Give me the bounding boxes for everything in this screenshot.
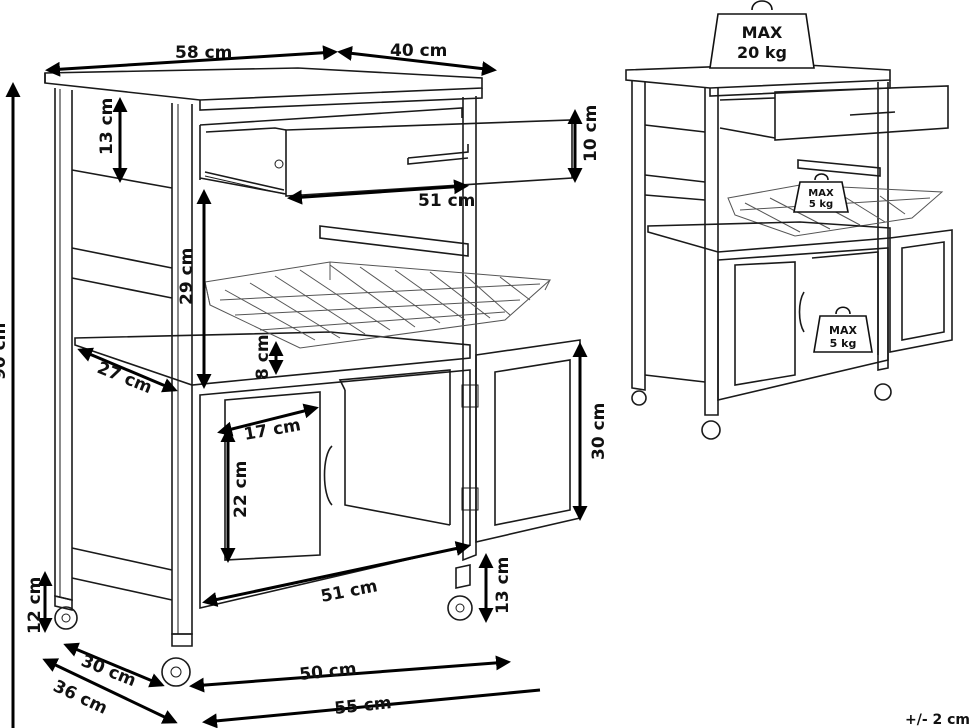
- dim-drawer-front-height: 10 cm: [581, 105, 601, 162]
- weight-top-max: MAX: [742, 23, 783, 42]
- weight-cabinet-value: 5 kg: [830, 337, 857, 350]
- front-left-wheel: [54, 594, 78, 630]
- dim-shelf-depth: 27 cm: [94, 358, 155, 398]
- dim-basket-space: 29 cm: [177, 248, 197, 305]
- load-capacity-drawing: [625, 63, 953, 440]
- dim-drawer-extension: 40 cm: [390, 41, 447, 61]
- dim-shelf-gap: 8 cm: [253, 334, 273, 380]
- dim-depth-inner: 30 cm: [78, 651, 139, 691]
- rear-right-wheel: [447, 564, 473, 621]
- weight-basket-value: 5 kg: [809, 199, 833, 210]
- dim-cabinet-width: 51 cm: [319, 576, 379, 607]
- weight-icon-basket: MAX 5 kg: [793, 173, 849, 213]
- weight-cabinet-max: MAX: [829, 324, 857, 337]
- dim-wheel-height-right: 13 cm: [493, 557, 513, 614]
- weight-top-value: 20 kg: [737, 43, 787, 62]
- dim-height-total: 90 cm: [0, 323, 10, 380]
- dim-width-top: 58 cm: [175, 43, 232, 63]
- dimension-arrows: [5, 45, 588, 728]
- dim-door-panel-height: 22 cm: [231, 461, 251, 518]
- dim-door-height: 30 cm: [589, 403, 609, 460]
- dim-door-panel-width: 17 cm: [242, 415, 302, 445]
- dim-wheel-height: 12 cm: [25, 577, 45, 634]
- dim-depth-outer: 36 cm: [50, 676, 110, 718]
- tolerance-note: +/- 2 cm: [904, 712, 970, 728]
- weight-basket-max: MAX: [808, 188, 834, 199]
- dimension-labels: 58 cm 40 cm 13 cm 10 cm 51 cm 90 cm 29 c…: [0, 41, 609, 719]
- weight-icon-top: MAX 20 kg: [709, 0, 815, 69]
- weight-icon-cabinet: MAX 5 kg: [813, 306, 873, 353]
- dim-drawer-height: 13 cm: [97, 98, 117, 155]
- dim-width-outer: 55 cm: [333, 693, 392, 719]
- dim-width-inner: 50 cm: [298, 659, 357, 685]
- dim-drawer-width: 51 cm: [418, 191, 475, 211]
- front-middle-wheel: [161, 633, 193, 687]
